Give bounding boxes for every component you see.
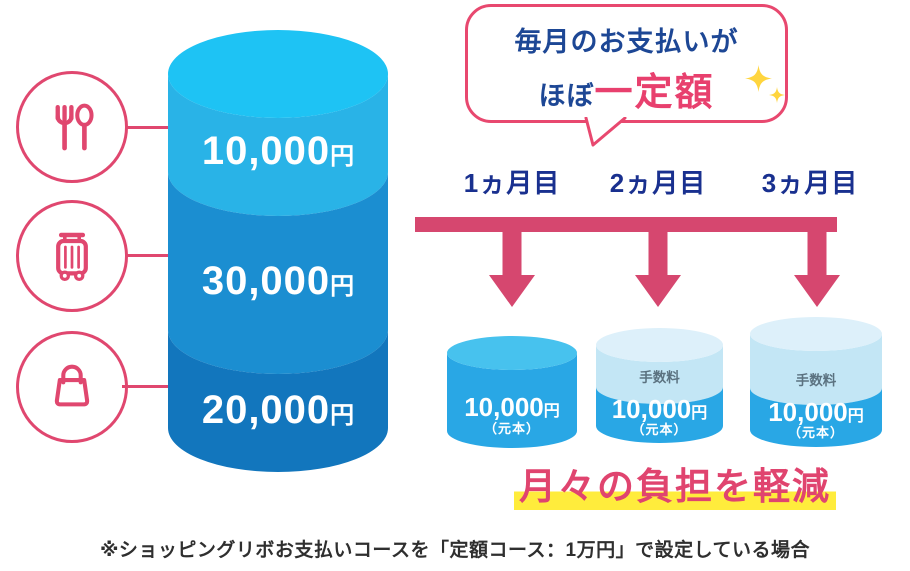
connector-line-dining bbox=[126, 126, 172, 129]
connector-line-shopping bbox=[122, 385, 172, 388]
amount-value: 10,000 bbox=[768, 397, 848, 427]
payment-fee-3: 手数料 bbox=[795, 373, 837, 388]
bubble-text-prefix: ほぼ bbox=[538, 81, 595, 111]
payment-principal-1: （元本） bbox=[483, 421, 540, 436]
speech-bubble-tail bbox=[584, 117, 627, 147]
payment-amount-1: 10,000円 bbox=[447, 394, 577, 425]
amount-unit: 円 bbox=[330, 402, 355, 429]
arrow-head-3 bbox=[794, 275, 840, 307]
segment-amount-shopping: 20,000円 bbox=[168, 390, 388, 436]
bubble-text-emphasis: 一定額 bbox=[594, 72, 715, 114]
travel-icon-circle bbox=[16, 200, 128, 312]
amount-value: 20,000 bbox=[201, 388, 331, 432]
arrow-head-1 bbox=[489, 275, 535, 307]
segment-amount-dining: 10,000円 bbox=[168, 131, 388, 177]
payment-amount-2: 10,000円 bbox=[596, 396, 723, 427]
tagline-text: 月々の負担を軽減 bbox=[514, 466, 836, 510]
arrow-stem-1 bbox=[502, 217, 522, 279]
payment-principal-3: （元本） bbox=[787, 425, 844, 440]
arrow-stem-3 bbox=[807, 217, 827, 279]
amount-value: 10,000 bbox=[611, 394, 692, 424]
suitcase-icon bbox=[56, 232, 88, 282]
month-label-3: 3ヵ月目 bbox=[761, 168, 859, 198]
fork-spoon-icon bbox=[55, 103, 94, 151]
amount-unit: 円 bbox=[847, 408, 864, 425]
amount-unit: 円 bbox=[330, 273, 355, 300]
segment-amount-travel: 30,000円 bbox=[168, 261, 388, 307]
tagline: 月々の負担を軽減 bbox=[465, 456, 885, 510]
connector-line-travel bbox=[126, 254, 172, 257]
month-label-2: 2ヵ月目 bbox=[609, 168, 707, 198]
sparkle-icon-small bbox=[769, 87, 785, 103]
month-label-1: 1ヵ月目 bbox=[463, 168, 561, 198]
timeline-bar bbox=[415, 217, 837, 232]
amount-unit: 円 bbox=[691, 405, 708, 422]
arrow-stem-2 bbox=[648, 217, 668, 279]
speech-bubble: 毎月のお支払いが ほぼ一定額 bbox=[465, 4, 788, 123]
amount-value: 30,000 bbox=[201, 259, 331, 303]
payment-principal-2: （元本） bbox=[631, 422, 688, 437]
amount-unit: 円 bbox=[543, 403, 560, 420]
payment-cylinder-2 bbox=[596, 328, 723, 443]
payment-cylinder-3 bbox=[750, 317, 882, 447]
payment-amount-3: 10,000円 bbox=[750, 399, 882, 430]
bubble-text-line2: ほぼ一定額 bbox=[468, 61, 785, 116]
spending-stack-cylinder bbox=[168, 30, 388, 472]
shopping-icon-circle bbox=[16, 331, 128, 443]
shopping-bag-icon bbox=[54, 364, 90, 407]
amount-unit: 円 bbox=[330, 143, 355, 170]
bubble-text-line1: 毎月のお支払いが bbox=[514, 27, 739, 57]
payment-fee-2: 手数料 bbox=[639, 370, 680, 385]
footnote: ※ショッピングリボお支払いコースを「定額コース：1万円」で設定している場合 bbox=[99, 540, 811, 561]
arrow-head-2 bbox=[635, 275, 681, 307]
dining-icon-circle bbox=[16, 71, 128, 183]
payment-arrows bbox=[415, 217, 840, 307]
amount-value: 10,000 bbox=[464, 392, 544, 422]
payment-cylinder-1 bbox=[447, 336, 577, 448]
sparkle-icon bbox=[745, 65, 772, 92]
amount-value: 10,000 bbox=[201, 129, 331, 173]
